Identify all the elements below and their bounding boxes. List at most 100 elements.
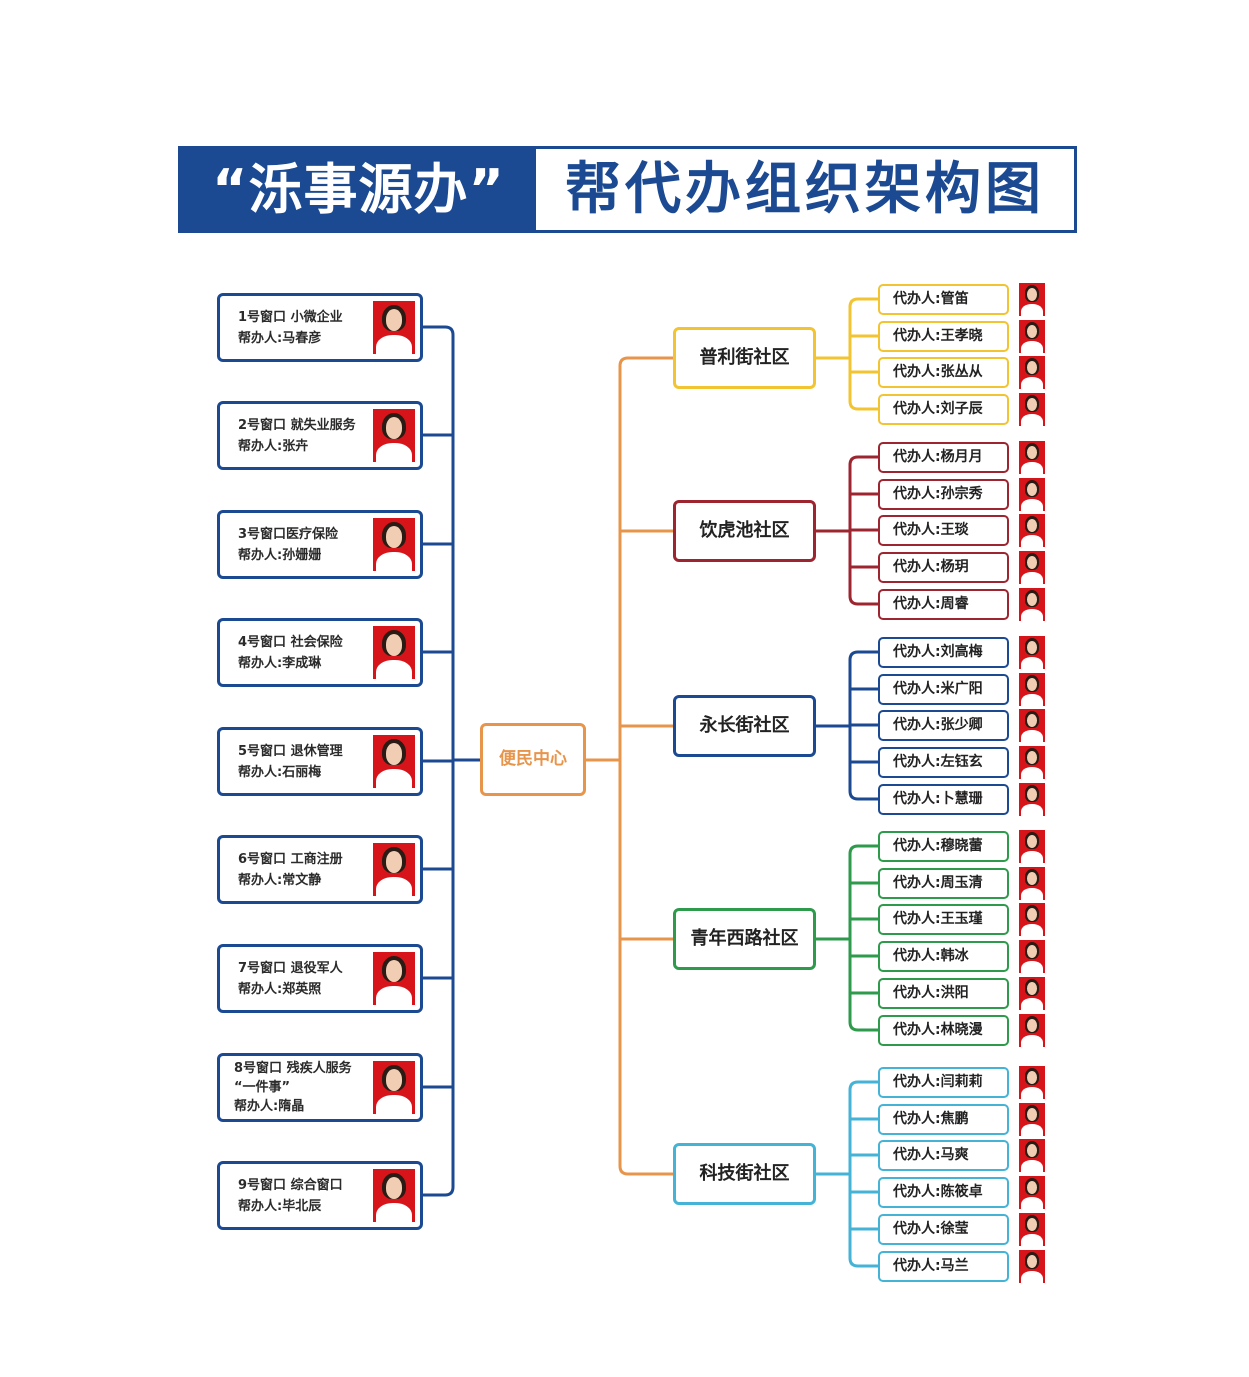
window-line: 帮办人:孙姗姗 [238,547,322,563]
agent-photo [1019,393,1045,426]
window-line: 4号窗口 社会保险 [238,634,343,650]
window-line: 2号窗口 就失业服务 [238,417,356,433]
agent-photo [1019,903,1045,936]
agent-box: 代办人:王孝晓 [878,321,1009,352]
agent-photo [1019,1066,1045,1099]
window-box-8: 8号窗口 残疾人服务 “一件事” 帮办人:隋晶 [217,1053,423,1122]
agent-box: 代办人:刘子辰 [878,394,1009,425]
window-text: 4号窗口 社会保险帮办人:李成琳 [238,621,368,684]
agent-box: 代办人:管笛 [878,284,1009,315]
window-line: “一件事” [234,1080,291,1095]
community-2: 饮虎池社区 [673,500,816,562]
window-line: 帮办人:李成琳 [238,655,322,671]
window-line: 帮办人:隋晶 [234,1099,305,1114]
window-text: 9号窗口 综合窗口帮办人:毕北辰 [238,1164,368,1227]
agent-photo [1019,940,1045,973]
window-box-2: 2号窗口 就失业服务帮办人:张卉 [217,401,423,470]
window-line: 6号窗口 工商注册 [238,851,343,867]
window-text: 8号窗口 残疾人服务 “一件事” 帮办人:隋晶 [234,1056,368,1119]
agent-photo [1019,673,1045,706]
window-text: 5号窗口 退休管理帮办人:石丽梅 [238,730,368,793]
window-box-3: 3号窗口医疗保险帮办人:孙姗姗 [217,510,423,579]
window-line: 帮办人:张卉 [238,438,309,454]
window-line: 8号窗口 残疾人服务 [234,1061,352,1076]
window-text: 1号窗口 小微企业帮办人:马春彦 [238,296,368,359]
helper-photo [373,735,415,788]
helper-photo [373,409,415,462]
window-box-4: 4号窗口 社会保险帮办人:李成琳 [217,618,423,687]
agent-box: 代办人:陈筱卓 [878,1177,1009,1208]
agent-box: 代办人:孙宗秀 [878,479,1009,510]
agent-box: 代办人:林晓漫 [878,1015,1009,1046]
title-left: “泺事源办” [181,149,536,230]
window-box-1: 1号窗口 小微企业帮办人:马春彦 [217,293,423,362]
window-line: 1号窗口 小微企业 [238,309,343,325]
helper-photo [373,843,415,896]
community-4: 青年西路社区 [673,908,816,970]
window-box-5: 5号窗口 退休管理帮办人:石丽梅 [217,727,423,796]
agent-photo [1019,478,1045,511]
agent-photo [1019,1176,1045,1209]
agent-photo [1019,588,1045,621]
agent-box: 代办人:杨玥 [878,552,1009,583]
title-banner: “泺事源办” 帮代办组织架构图 [178,146,1077,233]
agent-box: 代办人:闫莉莉 [878,1067,1009,1098]
agent-box: 代办人:穆晓蕾 [878,831,1009,862]
agent-box: 代办人:徐莹 [878,1214,1009,1245]
helper-photo [373,626,415,679]
agent-bracket [848,297,878,411]
agent-photo [1019,867,1045,900]
agent-box: 代办人:马爽 [878,1140,1009,1171]
agent-box: 代办人:张少卿 [878,710,1009,741]
title-right: 帮代办组织架构图 [565,157,1045,222]
agent-photo [1019,356,1045,389]
window-line: 9号窗口 综合窗口 [238,1177,343,1193]
agent-box: 代办人:王琰 [878,515,1009,546]
agent-photo [1019,1250,1045,1283]
agent-photo [1019,1014,1045,1047]
agent-photo [1019,320,1045,353]
community-5: 科技街社区 [673,1143,816,1205]
agent-box: 代办人:张丛从 [878,357,1009,388]
window-text: 2号窗口 就失业服务帮办人:张卉 [238,404,368,467]
agent-photo [1019,783,1045,816]
window-text: 7号窗口 退役军人帮办人:郑英照 [238,947,368,1010]
agent-box: 代办人:周玉清 [878,868,1009,899]
agent-photo [1019,1139,1045,1172]
window-line: 帮办人:郑英照 [238,981,322,997]
agent-photo [1019,746,1045,779]
agent-box: 代办人:左钰玄 [878,747,1009,778]
agent-box: 代办人:卜慧珊 [878,784,1009,815]
agent-photo [1019,709,1045,742]
window-line: 帮办人:石丽梅 [238,764,322,780]
agent-photo [1019,1213,1045,1246]
center-node: 便民中心 [480,723,586,796]
window-text: 6号窗口 工商注册帮办人:常文静 [238,838,368,901]
agent-photo [1019,283,1045,316]
agent-photo [1019,551,1045,584]
agent-box: 代办人:马兰 [878,1251,1009,1282]
community-bracket [618,356,673,1176]
window-line: 5号窗口 退休管理 [238,743,343,759]
window-line: 帮办人:毕北辰 [238,1198,322,1214]
agent-box: 代办人:米广阳 [878,674,1009,705]
window-line: 7号窗口 退役军人 [238,960,343,976]
agent-photo [1019,1103,1045,1136]
agent-box: 代办人:周睿 [878,589,1009,620]
agent-bracket [848,844,878,1032]
helper-photo [373,518,415,571]
agent-box: 代办人:焦鹏 [878,1104,1009,1135]
window-line: 3号窗口医疗保险 [238,526,339,542]
agent-box: 代办人:王玉瑾 [878,904,1009,935]
agent-bracket [848,1080,878,1268]
agent-photo [1019,636,1045,669]
helper-photo [373,301,415,354]
window-box-6: 6号窗口 工商注册帮办人:常文静 [217,835,423,904]
window-box-7: 7号窗口 退役军人帮办人:郑英照 [217,944,423,1013]
window-line: 帮办人:常文静 [238,872,322,888]
window-box-9: 9号窗口 综合窗口帮办人:毕北辰 [217,1161,423,1230]
community-1: 普利街社区 [673,327,816,389]
agent-box: 代办人:韩冰 [878,941,1009,972]
